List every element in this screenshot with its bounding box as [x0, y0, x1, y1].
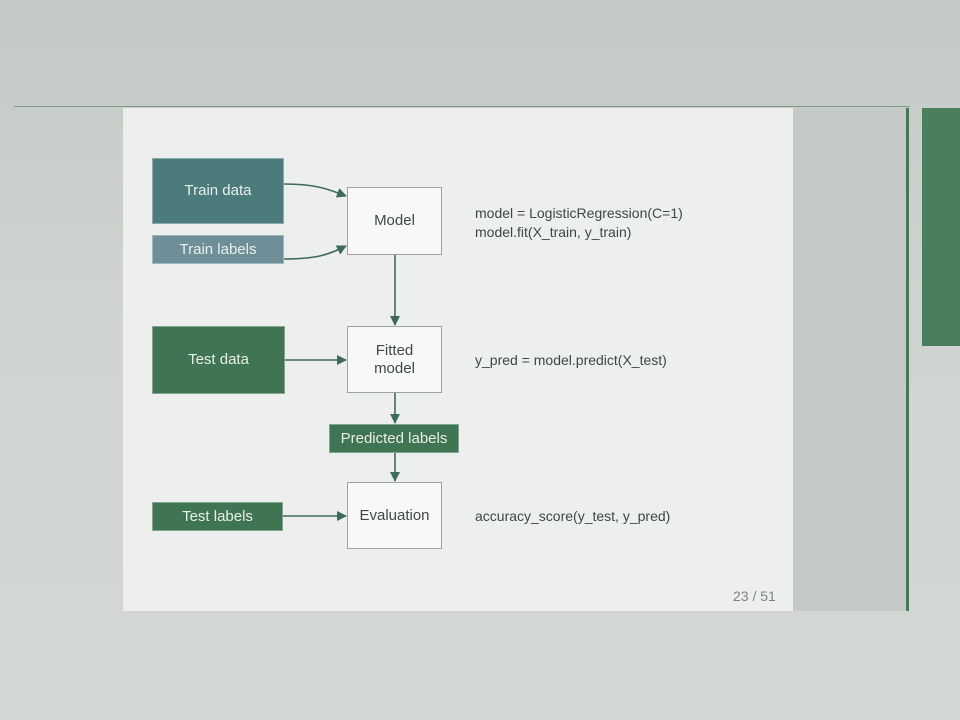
model-box: Model — [347, 187, 442, 255]
predict-code-line: y_pred = model.predict(X_test) — [475, 352, 667, 368]
train-labels-label: Train labels — [179, 240, 257, 258]
fit-code-line-1: model = LogisticRegression(C=1) — [475, 205, 683, 221]
train-labels-box: Train labels — [152, 235, 284, 264]
arrow-train-data-to-model — [283, 183, 347, 198]
test-data-box: Test data — [152, 326, 285, 394]
test-labels-box: Test labels — [152, 502, 283, 531]
score-code-line: accuracy_score(y_test, y_pred) — [475, 508, 671, 524]
arrow-train-labels-to-model — [283, 245, 347, 260]
train-data-label: Train data — [184, 182, 252, 199]
predicted-labels-box: Predicted labels — [329, 424, 459, 453]
top-divider — [14, 106, 910, 107]
train-data-box: Train data — [152, 158, 284, 224]
model-label: Model — [374, 212, 415, 229]
outer-accent-block — [922, 108, 960, 346]
evaluation-label: Evaluation — [359, 506, 430, 524]
side-panel — [793, 108, 906, 611]
test-data-label: Test data — [188, 351, 249, 368]
test-labels-label: Test labels — [182, 507, 253, 525]
page-number: 23 / 51 — [733, 588, 776, 604]
fitted-model-box: Fitted model — [347, 326, 442, 393]
fitted-model-label: Fitted model — [374, 341, 415, 377]
side-panel-accent — [906, 108, 909, 611]
fit-code-line-2: model.fit(X_train, y_train) — [475, 224, 632, 240]
predicted-labels-label: Predicted labels — [340, 429, 448, 447]
evaluation-box: Evaluation — [347, 482, 442, 549]
